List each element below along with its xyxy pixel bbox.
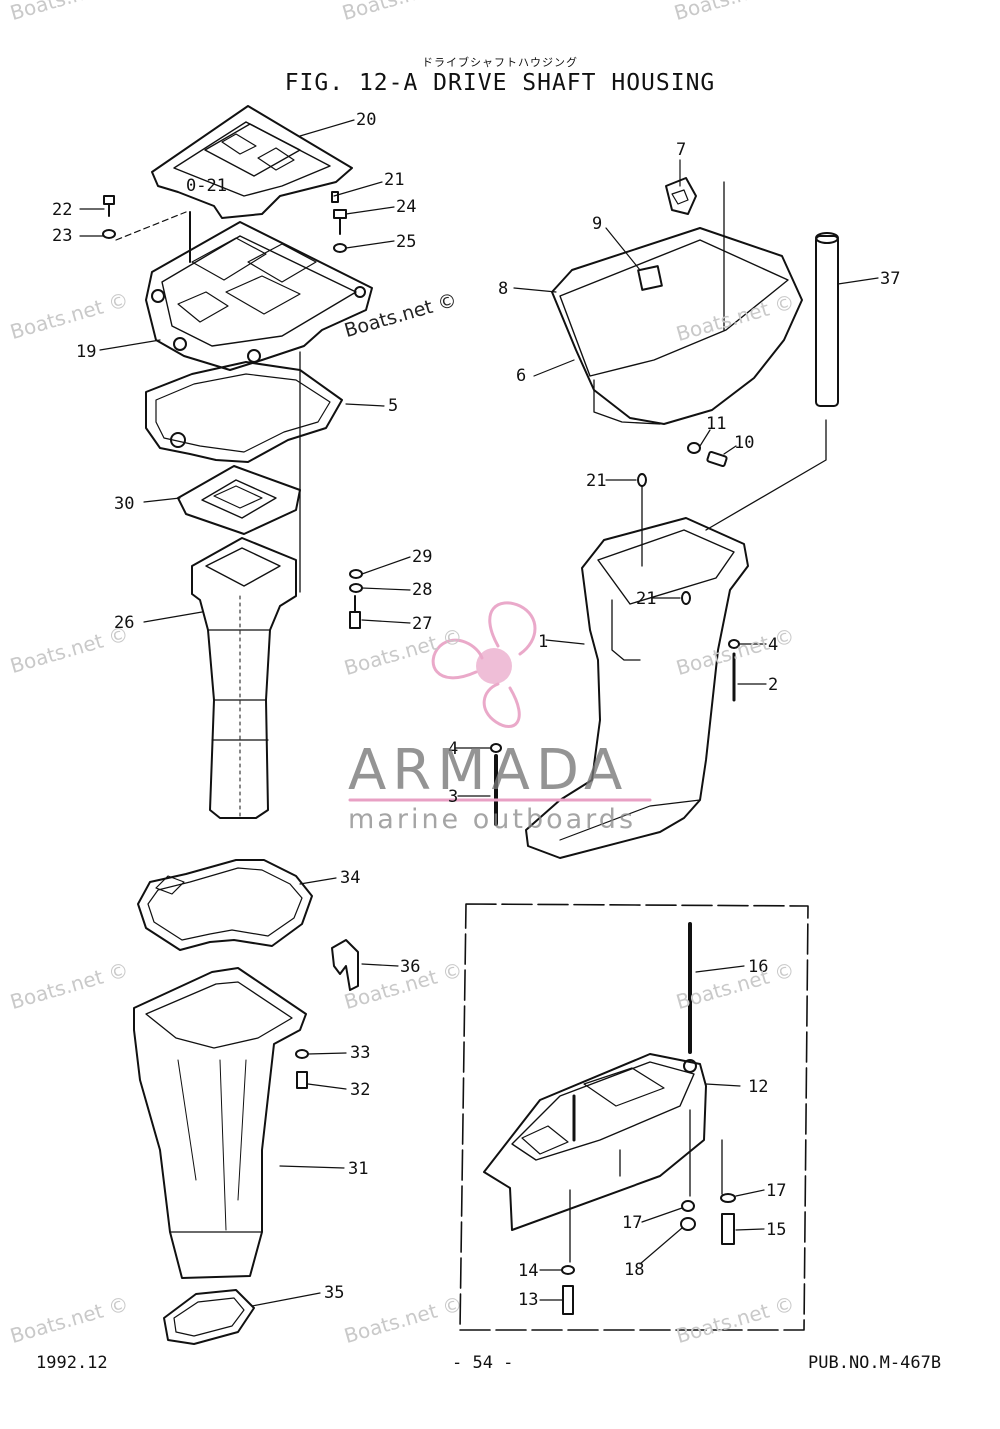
gasket-5 bbox=[145, 361, 343, 463]
bolt-15 bbox=[721, 1213, 735, 1245]
part-label: 15 bbox=[766, 1220, 787, 1240]
footer-date: 1992.12 bbox=[36, 1353, 108, 1373]
title-japanese: ドライブシャフトハウジング bbox=[422, 56, 578, 69]
part-label: 18 bbox=[624, 1260, 645, 1280]
part-label: 0-21 bbox=[186, 176, 227, 196]
part-label: 17 bbox=[766, 1181, 787, 1201]
part-label: 34 bbox=[340, 868, 361, 888]
inset-frame bbox=[459, 903, 809, 1331]
washer-33 bbox=[295, 1049, 309, 1059]
gasket-34 bbox=[137, 859, 313, 951]
tube-37 bbox=[815, 232, 839, 407]
part-label: 17 bbox=[622, 1213, 643, 1233]
screw-10 bbox=[706, 450, 728, 468]
part-label: 2 bbox=[768, 675, 779, 695]
upper-casing-19 bbox=[145, 211, 373, 371]
part-label: 30 bbox=[114, 494, 135, 514]
propeller-logo bbox=[431, 601, 537, 728]
bolt-27 bbox=[349, 595, 361, 629]
part-label: 25 bbox=[396, 232, 417, 252]
bolt-22 bbox=[103, 195, 115, 217]
part-label: 36 bbox=[400, 957, 421, 977]
part-label: 7 bbox=[676, 140, 687, 160]
part-label: 20 bbox=[356, 110, 377, 130]
part-label: 9 bbox=[592, 214, 603, 234]
part-label: 29 bbox=[412, 547, 433, 567]
part-label: 31 bbox=[348, 1159, 369, 1179]
part-label: 6 bbox=[516, 366, 527, 386]
brand-tagline: marine outboards bbox=[348, 804, 637, 835]
washer-11 bbox=[687, 442, 701, 454]
washer-17-right bbox=[720, 1193, 736, 1203]
part-label: 24 bbox=[396, 197, 417, 217]
gasket-35 bbox=[163, 1289, 255, 1345]
part-label: 14 bbox=[518, 1261, 539, 1281]
washer-14 bbox=[561, 1265, 575, 1275]
part-label: 3 bbox=[448, 787, 459, 807]
lower-case-1 bbox=[525, 485, 749, 859]
plate-30 bbox=[177, 465, 301, 535]
washer-23 bbox=[102, 229, 116, 239]
part-label: 33 bbox=[350, 1043, 371, 1063]
part-label: 12 bbox=[748, 1077, 769, 1097]
washer-25 bbox=[333, 243, 347, 253]
part-label: 4 bbox=[768, 635, 779, 655]
part-label: 21 bbox=[384, 170, 405, 190]
part-label: 11 bbox=[706, 414, 727, 434]
brand-name: ARMADA bbox=[348, 738, 629, 803]
part-label: 23 bbox=[52, 226, 73, 246]
part-label: 4 bbox=[448, 739, 459, 759]
part-label: 28 bbox=[412, 580, 433, 600]
anti-cavitation-plate-12 bbox=[483, 1053, 707, 1231]
bolt-32 bbox=[296, 1071, 308, 1089]
part-label: 21 bbox=[586, 471, 607, 491]
part-label: 27 bbox=[412, 614, 433, 634]
part-label: 26 bbox=[114, 613, 135, 633]
clip-36 bbox=[331, 939, 359, 991]
dowel-21-top bbox=[331, 191, 339, 203]
nut-4-left bbox=[490, 743, 502, 753]
dowel-21-b bbox=[681, 591, 691, 605]
part-label: 22 bbox=[52, 200, 73, 220]
washer-29 bbox=[349, 569, 363, 579]
leader-lines bbox=[79, 119, 879, 1307]
part-label: 5 bbox=[388, 396, 399, 416]
part-label: 8 bbox=[498, 279, 509, 299]
footer-publication-number: PUB.NO.M-467B bbox=[808, 1353, 942, 1373]
part-label: 19 bbox=[76, 342, 97, 362]
part-label: 16 bbox=[748, 957, 769, 977]
exhaust-pipe-26 bbox=[191, 537, 297, 819]
figure-title: FIG. 12-A DRIVE SHAFT HOUSING bbox=[284, 70, 716, 96]
part-label: 37 bbox=[880, 269, 901, 289]
bolt-24 bbox=[333, 209, 347, 235]
washer-17-left bbox=[681, 1200, 695, 1212]
footer-page-number: - 54 - bbox=[452, 1353, 514, 1373]
part-label: 21 bbox=[636, 589, 657, 609]
part-label: 13 bbox=[518, 1290, 539, 1310]
gasket-20 bbox=[151, 105, 353, 219]
oil-pan-31 bbox=[133, 967, 307, 1279]
apron-8 bbox=[551, 227, 803, 425]
part-label: 1 bbox=[538, 632, 549, 652]
dowel-21-a bbox=[637, 473, 647, 487]
part-label: 35 bbox=[324, 1283, 345, 1303]
bolt-13 bbox=[562, 1285, 574, 1315]
part-label: 32 bbox=[350, 1080, 371, 1100]
washer-28 bbox=[349, 583, 363, 593]
nut-4-right bbox=[728, 639, 740, 649]
washer-18 bbox=[680, 1217, 696, 1231]
grommet-7 bbox=[665, 177, 697, 215]
part-label: 10 bbox=[734, 433, 755, 453]
